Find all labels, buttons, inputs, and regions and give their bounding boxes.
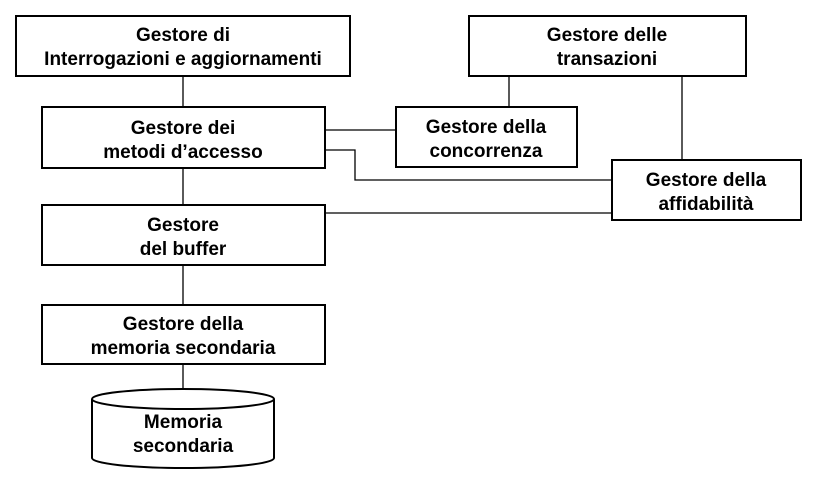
- reliability-manager-label-line1: Gestore della: [646, 170, 767, 191]
- transaction-manager-label-line2: transazioni: [557, 49, 657, 70]
- secondary-memory-label-line2: secondaria: [133, 436, 234, 457]
- connectors: [182, 76, 683, 391]
- access-methods-manager-box: Gestore dei metodi d’accesso: [41, 106, 326, 169]
- concurrency-manager-label-line2: concorrenza: [430, 141, 543, 162]
- secondary-memory-manager-label-line1: Gestore della: [123, 314, 244, 335]
- transaction-manager-label-line1: Gestore delle: [547, 25, 667, 46]
- access-methods-manager-label-line1: Gestore dei: [131, 118, 236, 139]
- buffer-manager-label-line1: Gestore: [147, 215, 219, 236]
- secondary-memory-manager-box: Gestore della memoria secondaria: [41, 304, 326, 365]
- secondary-memory-label-line1: Memoria: [144, 412, 223, 433]
- secondary-memory-manager-label-line2: memoria secondaria: [91, 338, 276, 359]
- reliability-manager-box: Gestore della affidabilità: [611, 159, 802, 221]
- secondary-memory-cylinder: Memoria secondaria: [91, 388, 275, 469]
- query-manager-label-line2: Interrogazioni e aggiornamenti: [44, 49, 322, 70]
- query-manager-label-line1: Gestore di: [136, 25, 230, 46]
- buffer-manager-label-line2: del buffer: [140, 239, 227, 260]
- concurrency-manager-box: Gestore della concorrenza: [395, 106, 578, 168]
- query-manager-box: Gestore di Interrogazioni e aggiornament…: [15, 15, 351, 77]
- connector-access-to-reliability: [325, 149, 612, 181]
- transaction-manager-box: Gestore delle transazioni: [468, 15, 747, 77]
- buffer-manager-box: Gestore del buffer: [41, 204, 326, 266]
- reliability-manager-label-line2: affidabilità: [658, 194, 753, 215]
- access-methods-manager-label-line2: metodi d’accesso: [103, 142, 262, 163]
- concurrency-manager-label-line1: Gestore della: [426, 117, 547, 138]
